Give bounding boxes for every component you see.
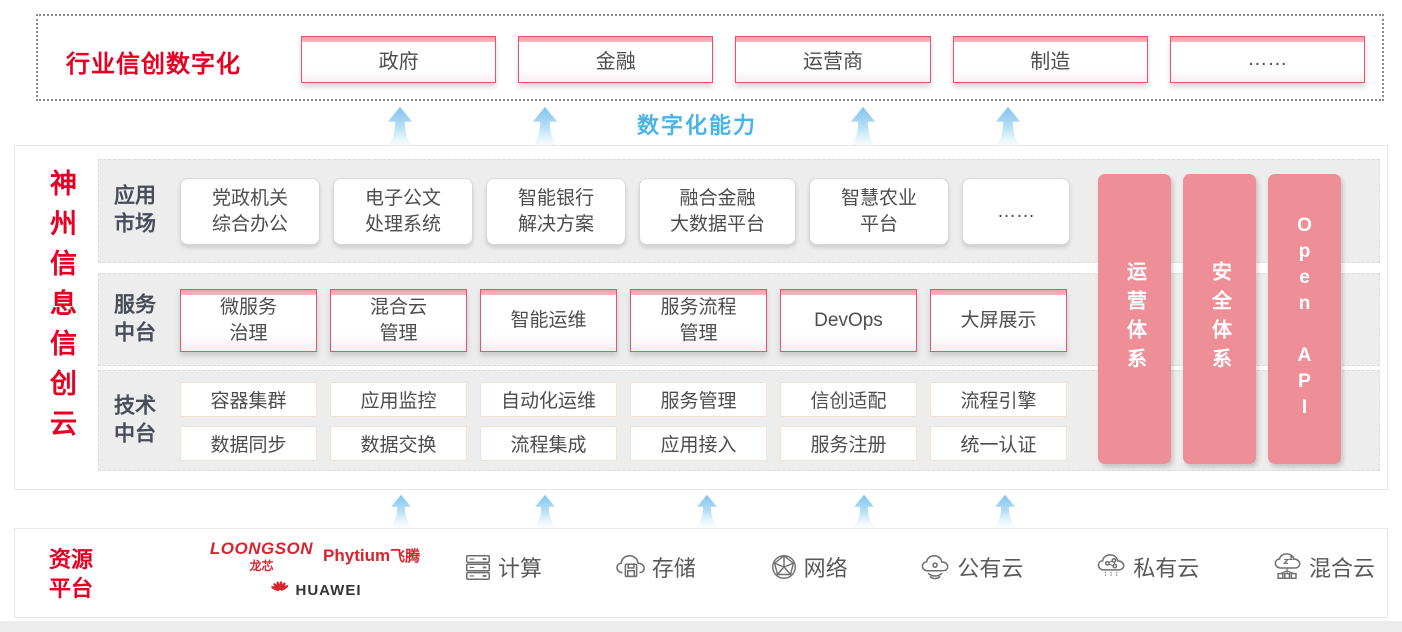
industry-item-label: ……: [1247, 48, 1288, 70]
tech-item: 应用监控: [330, 382, 467, 417]
industry-item-label: 运营商: [803, 51, 863, 73]
tech-item: 数据同步: [180, 426, 317, 461]
cloud-platform-panel: 神州信息信创云 应用 市场 党政机关 综合办公 电子公文 处理系统 智能银行 解…: [14, 145, 1388, 490]
service-item: 智能运维: [480, 289, 617, 352]
tech-item: 服务管理: [630, 382, 767, 417]
phytium-wordmark: Phytium: [323, 546, 391, 565]
up-arrow-icon: [532, 494, 558, 528]
industry-item-more: ……: [1169, 36, 1366, 83]
network-globe-icon: [771, 554, 796, 579]
tech-item: 信创适配: [780, 382, 917, 417]
app-item-more: ……: [962, 178, 1070, 245]
up-arrow-icon: [530, 106, 560, 148]
huawei-flower-icon: [270, 581, 288, 591]
huawei-logo: HUAWEI: [205, 581, 425, 599]
loongson-wordmark: LOONGSON: [209, 539, 314, 558]
resource-item-private-cloud: 私有云: [1096, 551, 1199, 583]
logo-row-1: LOONGSON 龙芯 Phytium飞腾: [205, 539, 425, 574]
app-item: 融合金融 大数据平台: [639, 178, 796, 245]
tech-item: 流程集成: [480, 426, 617, 461]
vendor-logos: LOONGSON 龙芯 Phytium飞腾: [205, 539, 425, 609]
resource-item-label: 存储: [651, 556, 696, 581]
hybrid-cloud-icon: [1274, 553, 1301, 579]
resource-item-hybrid-cloud: 混合云: [1272, 551, 1375, 583]
capability-label: 数字化能力: [637, 113, 758, 138]
sidebar-open-api: Open API: [1268, 174, 1341, 464]
up-arrow-icon: [993, 106, 1023, 148]
tech-item: 应用接入: [630, 426, 767, 461]
platform-vertical-title: 神州信息信创云: [46, 169, 76, 449]
up-arrow-icon: [694, 494, 720, 528]
app-item: 智能银行 解决方案: [486, 178, 626, 245]
service-item: 服务流程 管理: [630, 289, 767, 352]
resource-platform-panel: 资源 平台 LOONGSON 龙芯 Phytium飞腾: [14, 528, 1388, 618]
industry-item-finance: 金融: [518, 36, 714, 83]
resource-items: 计算 存储 网络: [463, 551, 1375, 583]
resource-item-compute: 计算: [463, 551, 542, 583]
resource-item-label: 网络: [803, 556, 848, 581]
row-service-label: 服务 中台: [114, 293, 156, 345]
app-items: 党政机关 综合办公 电子公文 处理系统 智能银行 解决方案 融合金融 大数据平台…: [180, 178, 1070, 245]
loongson-chinese: 龙芯: [249, 559, 274, 573]
row-app-label: 应用 市场: [114, 184, 156, 236]
app-item: 智慧农业 平台: [809, 178, 949, 245]
loongson-logo: LOONGSON 龙芯: [210, 539, 313, 574]
sidebar-security-system: 安全体系: [1183, 174, 1256, 464]
sidebar-operation-system: 运营体系: [1098, 174, 1171, 464]
industry-item-label: 金融: [595, 51, 636, 73]
huawei-wordmark: HUAWEI: [295, 581, 362, 599]
service-items: 微服务 治理 混合云 管理 智能运维 服务流程 管理 DevOps 大屏展示: [180, 289, 1067, 352]
public-cloud-icon: [922, 554, 949, 580]
resource-item-label: 混合云: [1308, 556, 1375, 581]
tech-item: 自动化运维: [480, 382, 617, 417]
tech-item: 数据交换: [330, 426, 467, 461]
resource-item-label: 计算: [498, 556, 543, 581]
industry-item-manufacturing: 制造: [952, 36, 1148, 83]
up-arrow-icon: [385, 106, 415, 148]
service-item: 混合云 管理: [330, 289, 467, 352]
phytium-chinese: 飞腾: [390, 548, 421, 565]
resource-item-label: 公有云: [957, 556, 1024, 581]
row-tech-label: 技术 中台: [114, 394, 156, 446]
resource-item-label: 私有云: [1133, 556, 1200, 581]
tech-line-1: 容器集群 应用监控 自动化运维 服务管理 信创适配 流程引擎: [180, 382, 1067, 417]
resource-item-network: 网络: [769, 551, 848, 583]
sidebar-label: 运营体系: [1123, 261, 1146, 377]
storage-icon: [615, 554, 645, 578]
app-item: 党政机关 综合办公: [180, 178, 320, 245]
industry-items: 政府 金融 运营商 制造 ……: [301, 36, 1366, 83]
phytium-logo: Phytium飞腾: [323, 545, 420, 566]
up-arrow-icon: [848, 106, 878, 148]
industry-item-label: 制造: [1030, 51, 1071, 73]
resource-item-public-cloud: 公有云: [920, 551, 1023, 583]
service-item: DevOps: [780, 289, 917, 352]
industry-item-operator: 运营商: [735, 36, 931, 83]
up-arrow-icon: [992, 494, 1018, 528]
industry-banner: 行业信创数字化 政府 金融 运营商 制造 ……: [36, 14, 1384, 101]
compute-server-icon: [466, 555, 490, 580]
tech-item: 服务注册: [780, 426, 917, 461]
resource-item-storage: 存储: [615, 551, 696, 583]
service-item: 大屏展示: [930, 289, 1067, 352]
industry-item-label: 政府: [378, 51, 419, 73]
app-item: 电子公文 处理系统: [333, 178, 473, 245]
bottom-divider: [0, 621, 1402, 632]
tech-item: 流程引擎: [930, 382, 1067, 417]
sidebar-label: Open API: [1294, 215, 1315, 423]
tech-items: 容器集群 应用监控 自动化运维 服务管理 信创适配 流程引擎 数据同步 数据交换…: [180, 382, 1067, 461]
resource-title: 资源 平台: [49, 547, 94, 601]
service-item: 微服务 治理: [180, 289, 317, 352]
up-arrow-icon: [388, 494, 414, 528]
up-arrow-icon: [851, 494, 877, 528]
row-tech-platform: 技术 中台 容器集群 应用监控 自动化运维 服务管理 信创适配 流程引擎 数据同…: [98, 370, 1380, 471]
industry-item-government: 政府: [301, 36, 497, 83]
private-cloud-icon: [1097, 554, 1125, 578]
tech-line-2: 数据同步 数据交换 流程集成 应用接入 服务注册 统一认证: [180, 426, 1067, 461]
tech-item: 容器集群: [180, 382, 317, 417]
tech-item: 统一认证: [930, 426, 1067, 461]
banner-title: 行业信创数字化: [66, 51, 241, 78]
sidebar-label: 安全体系: [1208, 261, 1231, 377]
